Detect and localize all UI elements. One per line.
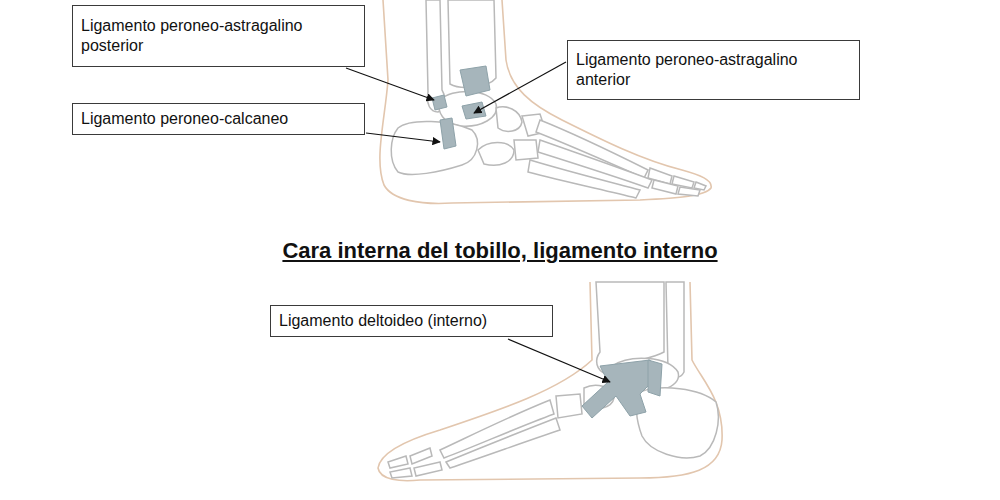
- ligament-label: Ligamento peroneo-astragalino anterior: [576, 50, 851, 90]
- section-heading: Cara interna del tobillo, ligamento inte…: [0, 238, 1000, 264]
- lateral-foot: [380, 0, 711, 203]
- ligament-label: Ligamento peroneo-calcaneo: [81, 109, 356, 129]
- label-box: Ligamento deltoideo (interno): [270, 305, 553, 337]
- label-box: Ligamento peroneo-astragalino posterior: [72, 5, 365, 67]
- ligament-label: Ligamento deltoideo (interno): [279, 311, 544, 331]
- label-box: Ligamento peroneo-calcaneo: [72, 103, 365, 135]
- label-box: Ligamento peroneo-astragalino anterior: [567, 40, 860, 100]
- ligament-label: Ligamento peroneo-astragalino posterior: [81, 16, 356, 56]
